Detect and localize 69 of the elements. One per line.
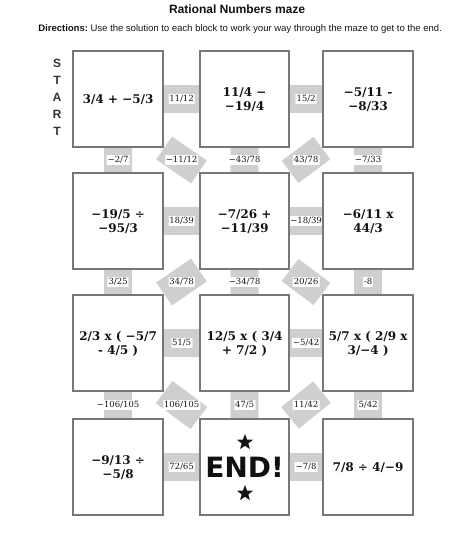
edge-label: 34/78 (168, 277, 195, 287)
maze-corridor (290, 85, 322, 113)
math-expression: −6/11 x 44/3 (342, 207, 394, 235)
edge-label: −5/42 (292, 338, 320, 348)
maze-corridor (164, 85, 199, 113)
math-expression: 11/4 − −19/4 (222, 85, 268, 113)
problem-box (72, 172, 164, 270)
end-box (199, 418, 290, 516)
edge-label: −2/7 (106, 155, 130, 165)
edge-label: −34/78 (228, 277, 262, 287)
math-expression: −19/5 ÷ −95/3 (90, 207, 146, 235)
edge-label: 11/42 (292, 400, 320, 410)
start-label: START (50, 56, 64, 141)
maze-corridor (354, 270, 382, 294)
maze-corridor (230, 148, 258, 172)
math-expression: −9/13 ÷ −5/8 (90, 453, 146, 481)
maze-corridor (230, 392, 258, 418)
maze-corridor (164, 329, 199, 357)
maze-corridor (290, 453, 322, 481)
edge-label: 20/26 (292, 277, 320, 287)
edge-label: −43/78 (228, 155, 262, 165)
maze-corridor (354, 148, 382, 172)
edge-label: −11/12 (164, 155, 198, 165)
math-expression: −5/11 - −8/33 (342, 85, 394, 113)
problem-box (72, 50, 164, 148)
maze-corridor (164, 453, 199, 481)
problem-box (322, 172, 414, 270)
maze-corridor (104, 392, 132, 418)
maze-corridor (156, 258, 207, 306)
edge-label: 11/12 (168, 94, 195, 104)
edge-label: 43/78 (292, 155, 320, 165)
math-expression: 5/7 x ( 2/9 x 3/−4 ) (328, 329, 408, 357)
edge-label: -8 (362, 277, 374, 287)
maze-corridor (290, 329, 322, 357)
maze-corridor (290, 207, 322, 235)
problem-box (322, 294, 414, 392)
edge-label: 51/5 (170, 338, 192, 348)
math-expression: −7/26 + −11/39 (216, 207, 272, 235)
maze-corridor (104, 148, 132, 172)
edge-label: 47/5 (234, 400, 256, 410)
edge-label: 106/105 (162, 400, 200, 410)
maze-corridor (230, 270, 258, 294)
edge-label: −7/33 (354, 155, 382, 165)
edge-label: −7/8 (294, 462, 318, 472)
edge-label: −18/39 (289, 216, 323, 226)
title: Rational Numbers maze (168, 2, 306, 16)
edge-label: 15/2 (295, 94, 317, 104)
math-expression: 2/3 x ( −5/7 - 4/5 ) (78, 329, 158, 357)
problem-box (322, 418, 414, 516)
problem-box (72, 294, 164, 392)
maze-corridor (354, 392, 382, 418)
directions-text: Directions: Use the solution to each block to work your way through the maze to get to the end. (37, 23, 443, 34)
math-expression: 7/8 ÷ 4/−9 (332, 460, 404, 474)
end-text: END! (205, 450, 284, 484)
edge-label: 18/39 (168, 216, 195, 226)
problem-box (199, 172, 290, 270)
maze-corridor (104, 270, 132, 294)
math-expression: 3/4 + −5/3 (82, 92, 154, 106)
problem-box (72, 418, 164, 516)
problem-box (199, 294, 290, 392)
problem-box (199, 50, 290, 148)
edge-label: 72/65 (168, 462, 195, 472)
maze-corridor (156, 136, 207, 184)
problem-box (322, 50, 414, 148)
edge-label: −106/105 (96, 400, 140, 410)
math-expression: 12/5 x ( 3/4 + 7/2 ) (206, 329, 284, 357)
edge-label: 3/25 (107, 277, 129, 287)
edge-label: 5/42 (357, 400, 379, 410)
maze-corridor (164, 207, 199, 235)
